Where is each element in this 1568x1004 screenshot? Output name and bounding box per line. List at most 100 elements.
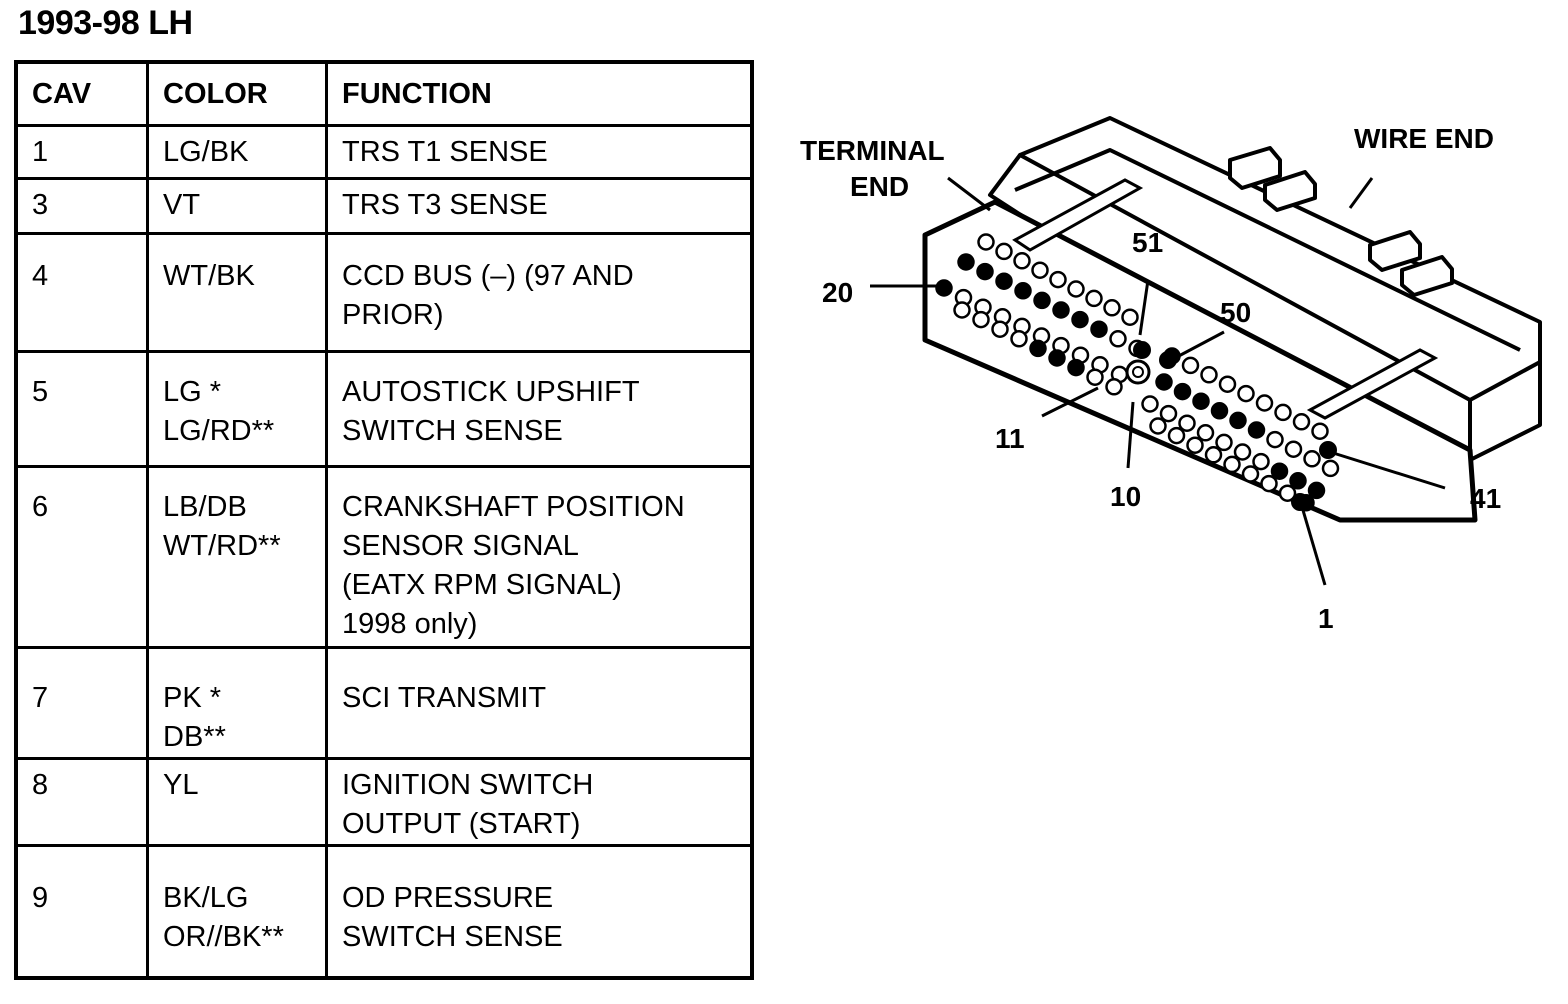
pinout-table: CAV COLOR FUNCTION 1 LG/BK TRS T1 SENSE … (14, 60, 754, 980)
terminal-cavity (976, 262, 994, 281)
terminal-cavity (1090, 320, 1108, 338)
terminal-cavity (972, 310, 990, 329)
pin-label-51: 51 (1132, 227, 1163, 258)
color-cell: YL (146, 757, 328, 847)
terminal-cavity (1241, 465, 1260, 483)
terminal-cavity (1292, 413, 1311, 431)
color-cell: LG/BK (146, 124, 328, 180)
terminal-cavity (1010, 330, 1028, 348)
terminal-cavity (1109, 330, 1127, 348)
terminal-cavity (935, 279, 953, 297)
color-cell: PK * DB** (146, 646, 328, 760)
terminal-cavity (1014, 282, 1032, 300)
terminal-end-label-line2: END (850, 171, 909, 202)
terminal-cavity (1049, 270, 1067, 289)
color-cell: BK/LG OR//BK** (146, 844, 328, 979)
center-key (1125, 359, 1151, 385)
terminal-cavity (1029, 339, 1047, 358)
terminal-cavity (995, 272, 1013, 290)
terminal-cavity (1252, 452, 1270, 471)
terminal-cavity (1229, 411, 1247, 430)
table-row: 8 YL IGNITION SWITCH OUTPUT (START) (14, 757, 754, 847)
terminal-cavity (995, 242, 1013, 261)
cav-cell: 5 (14, 350, 149, 468)
terminal-cavity (1085, 289, 1103, 308)
terminal-cavity (1284, 440, 1303, 458)
wire-end-label: WIRE END (1354, 123, 1494, 154)
header-color: COLOR (146, 60, 328, 127)
function-cell: CRANKSHAFT POSITION SENSOR SIGNAL (EATX … (325, 465, 754, 649)
terminal-cavity (1223, 455, 1241, 474)
terminal-cavity (1159, 404, 1178, 423)
header-cav: CAV (14, 60, 149, 127)
terminal-cavity (1105, 378, 1123, 396)
pin-label-1: 1 (1318, 603, 1334, 634)
terminal-cavity (1278, 484, 1297, 502)
terminal-cavity (1266, 430, 1284, 449)
terminal-cavity (1274, 403, 1292, 422)
terminal-cavity (1052, 301, 1070, 319)
terminal-cavity (1155, 373, 1173, 391)
terminal-cavity (1173, 382, 1192, 401)
terminal-cavity (1071, 310, 1089, 329)
table-row: 1 LG/BK TRS T1 SENSE (14, 124, 754, 180)
table-row: 7 PK * DB** SCI TRANSMIT (14, 646, 754, 760)
function-cell: CCD BUS (–) (97 AND PRIOR) (325, 232, 754, 353)
pin-label-10: 10 (1110, 481, 1141, 512)
leader-lines (870, 176, 1446, 586)
function-cell: OD PRESSURE SWITCH SENSE (325, 844, 754, 979)
terminal-cavity (1204, 446, 1223, 464)
terminal-cavity (1133, 341, 1151, 359)
terminal-cavity (1159, 351, 1177, 369)
terminal-cavity (1048, 349, 1066, 367)
terminal-cavity (1289, 472, 1307, 490)
pin-label-20: 20 (822, 277, 853, 308)
table-header-row: CAV COLOR FUNCTION (14, 60, 754, 127)
terminal-cavity (1192, 392, 1210, 410)
terminal-end-label-line1: TERMINAL (800, 135, 945, 166)
terminal-cavity (953, 301, 971, 319)
table-row: 6 LB/DB WT/RD** CRANKSHAFT POSITION SENS… (14, 465, 754, 649)
cav-cell: 9 (14, 844, 149, 979)
terminal-cavity (1086, 368, 1104, 386)
terminal-cavity (1031, 261, 1049, 279)
terminal-cavity (1181, 356, 1200, 375)
terminal-cavity (1103, 299, 1121, 317)
terminal-cavity (1141, 395, 1159, 413)
color-cell: VT (146, 177, 328, 235)
cav-cell: 7 (14, 646, 149, 760)
terminal-cavity (1210, 402, 1229, 420)
pin-label-50: 50 (1220, 297, 1251, 328)
terminal-cavity (1215, 433, 1233, 452)
function-cell: TRS T1 SENSE (325, 124, 754, 180)
terminal-cavity (1196, 424, 1215, 442)
function-cell: IGNITION SWITCH OUTPUT (START) (325, 757, 754, 847)
terminal-cavity (1321, 459, 1340, 478)
cav-cell: 6 (14, 465, 149, 649)
terminal-cavity (977, 233, 995, 251)
page-title: 1993-98 LH (18, 4, 193, 42)
terminal-cavity (1178, 414, 1196, 432)
pin-label-41: 41 (1470, 483, 1501, 514)
connector-diagram: TERMINAL END WIRE END 20 51 50 11 10 41 … (800, 116, 1542, 634)
header-function: FUNCTION (325, 60, 754, 127)
terminal-cavity (1303, 450, 1321, 468)
cav-cell: 1 (14, 124, 149, 180)
terminal-cavity (1067, 280, 1085, 298)
terminal-cavity (1307, 481, 1326, 500)
table-row: 3 VT TRS T3 SENSE (14, 177, 754, 235)
terminal-cavity (957, 253, 975, 271)
color-cell: LG * LG/RD** (146, 350, 328, 468)
terminal-cavity (1319, 441, 1337, 459)
table-row: 4 WT/BK CCD BUS (–) (97 AND PRIOR) (14, 232, 754, 353)
color-cell: WT/BK (146, 232, 328, 353)
function-cell: SCI TRANSMIT (325, 646, 754, 760)
terminal-cavities (935, 233, 1340, 512)
terminal-cavity (1270, 462, 1289, 480)
terminal-cavity (991, 320, 1009, 338)
terminal-cavity (1247, 421, 1266, 439)
terminal-cavity (1149, 417, 1167, 435)
terminal-cavity (1200, 366, 1218, 384)
terminal-cavity (1255, 394, 1274, 412)
terminal-cavity (1186, 436, 1204, 454)
